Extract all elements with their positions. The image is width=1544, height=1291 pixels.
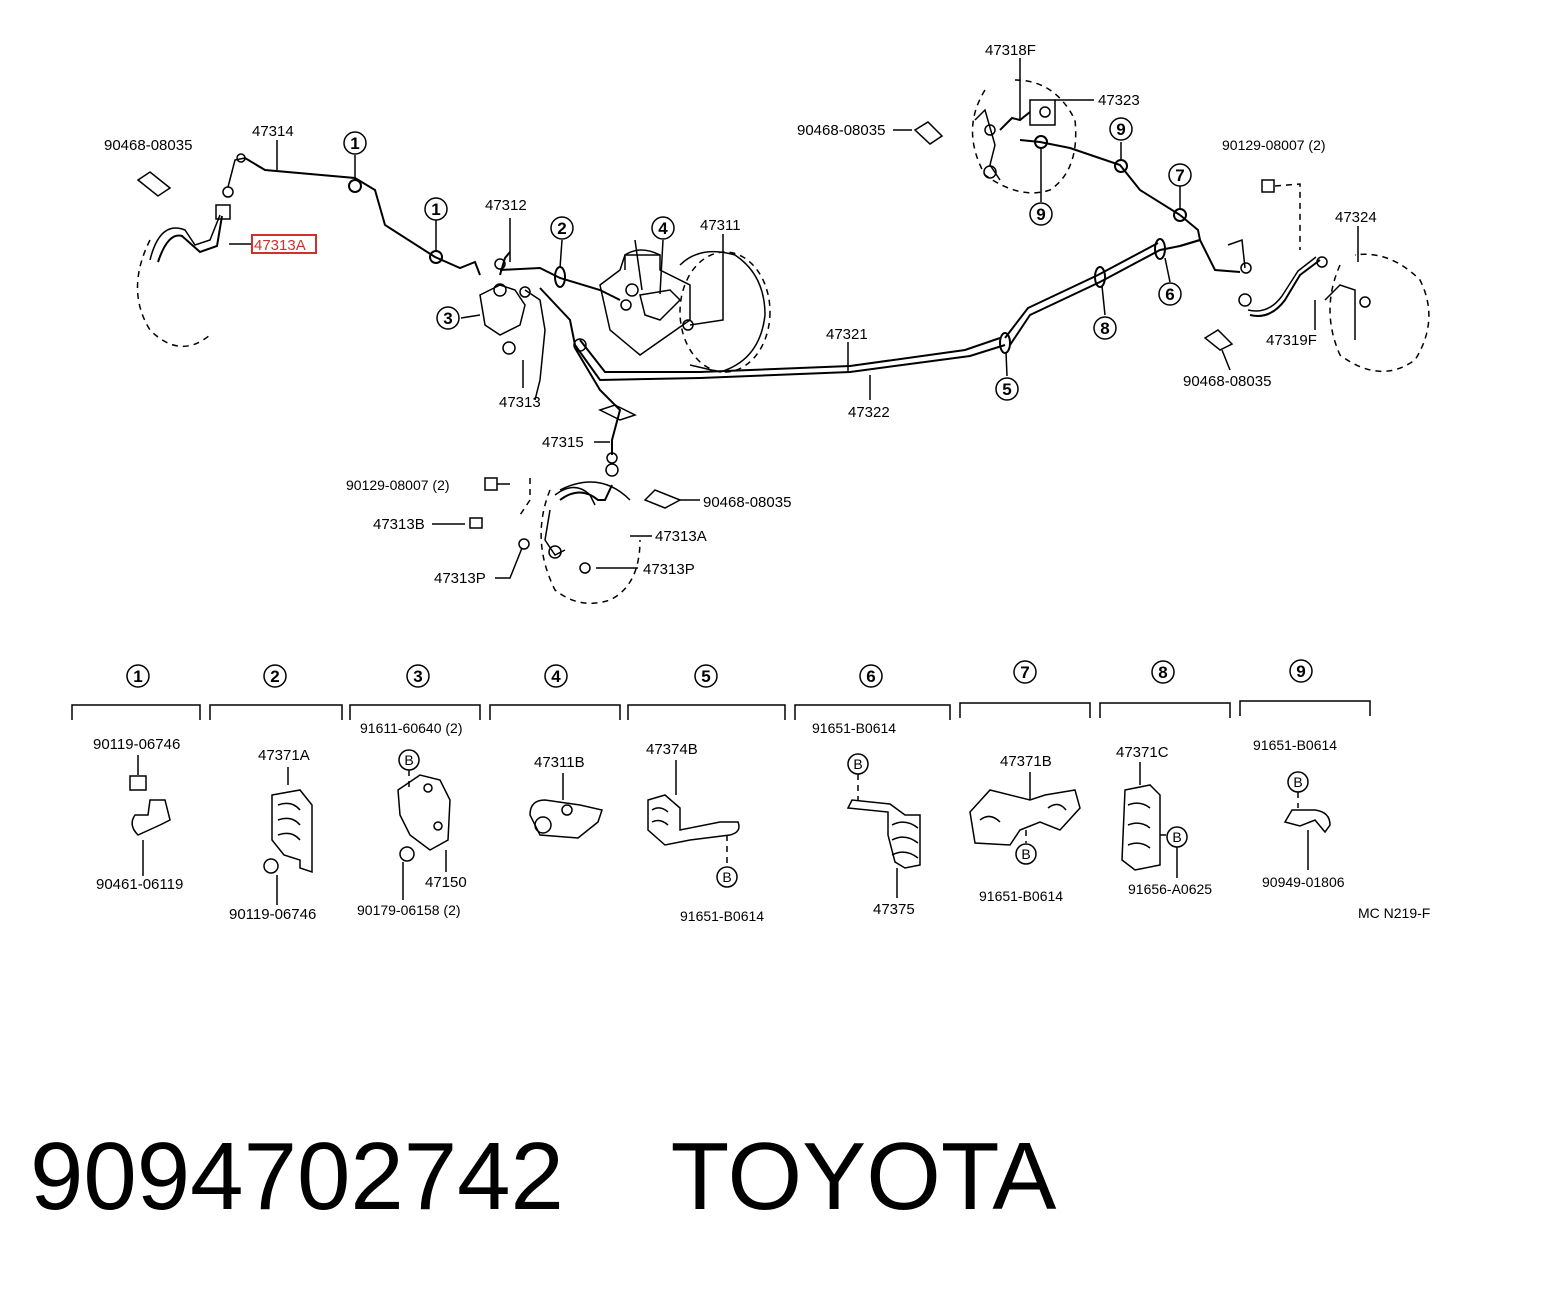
label-47313B: 47313B bbox=[373, 516, 425, 533]
callout-8: 8 bbox=[1100, 319, 1109, 338]
detail-7-bolt: B bbox=[1021, 846, 1030, 862]
detail-panel-2: 2 47371A 90119-06746 bbox=[209, 664, 343, 923]
detail-8-bolt: B bbox=[1172, 829, 1181, 845]
detail-panel-9: 9 91651-B0614 B 90949-01806 bbox=[1239, 659, 1371, 890]
callout-5: 5 bbox=[1002, 380, 1011, 399]
label-47313A-b: 47313A bbox=[655, 528, 707, 545]
upper-callouts: 1 1 2 3 4 5 6 7 8 9 9 bbox=[343, 117, 1192, 401]
detail-3-number: 3 bbox=[413, 667, 422, 686]
rear-left-brake bbox=[913, 79, 1077, 194]
label-47313A-highlighted: 47313A bbox=[254, 237, 306, 254]
detail-1-label-a: 90119-06746 bbox=[93, 736, 180, 753]
callout-9-a: 9 bbox=[1116, 120, 1125, 139]
detail-9-number: 9 bbox=[1296, 662, 1305, 681]
label-47321: 47321 bbox=[826, 326, 868, 343]
callout-1-a: 1 bbox=[350, 134, 359, 153]
callout-1-b: 1 bbox=[431, 200, 440, 219]
detail-panel-5: 5 47374B B 91651-B0614 bbox=[627, 664, 786, 924]
label-90468-08035-d: 90468-08035 bbox=[1183, 373, 1271, 390]
label-47313P-a: 47313P bbox=[434, 570, 486, 587]
label-47319F: 47319F bbox=[1266, 332, 1317, 349]
detail-8-label-a: 47371C bbox=[1116, 744, 1169, 761]
leader-lines bbox=[229, 58, 1359, 579]
label-47313: 47313 bbox=[499, 394, 541, 411]
detail-8-label-b: 91656-A0625 bbox=[1128, 881, 1212, 897]
front-right-brake bbox=[469, 452, 682, 605]
label-47311: 47311 bbox=[700, 217, 741, 234]
detail-6-label-a: 91651-B0614 bbox=[812, 720, 896, 736]
label-47314: 47314 bbox=[252, 123, 294, 140]
label-47322: 47322 bbox=[848, 404, 890, 421]
detail-5-bolt: B bbox=[722, 869, 731, 885]
label-90129-08007-a: 90129-08007 (2) bbox=[346, 477, 450, 493]
detail-7-label-b: 91651-B0614 bbox=[979, 888, 1063, 904]
label-90468-08035-b: 90468-08035 bbox=[703, 494, 791, 511]
detail-1-label-b: 90461-06119 bbox=[96, 876, 183, 893]
detail-9-label-a: 91651-B0614 bbox=[1253, 737, 1337, 753]
detail-panel-3: 3 91611-60640 (2) B 47150 90179-06158 (2… bbox=[349, 664, 481, 918]
detail-1-number: 1 bbox=[133, 667, 142, 686]
label-47315: 47315 bbox=[542, 434, 584, 451]
detail-4-number: 4 bbox=[551, 667, 561, 686]
detail-7-label-a: 47371B bbox=[1000, 753, 1052, 770]
detail-2-label-a: 47371A bbox=[258, 747, 310, 764]
rear-right-brake bbox=[1203, 179, 1430, 372]
callout-2: 2 bbox=[557, 219, 566, 238]
label-90468-08035-a: 90468-08035 bbox=[104, 137, 192, 154]
detail-panel-7: 7 47371B B 91651-B0614 bbox=[959, 660, 1091, 904]
diagram-code: MC N219-F bbox=[1358, 905, 1430, 921]
detail-3-label-a: 91611-60640 (2) bbox=[360, 720, 462, 736]
detail-panel-8: 8 47371C B 91656-A0625 bbox=[1099, 660, 1231, 897]
callout-6: 6 bbox=[1165, 285, 1174, 304]
detail-3-label-b: 47150 bbox=[425, 874, 467, 891]
callout-3: 3 bbox=[443, 309, 452, 328]
footer-caption: 9094702742 TOYOTA bbox=[30, 1122, 1056, 1232]
detail-panel-6: 6 91651-B0614 B 47375 bbox=[794, 664, 951, 918]
detail-9-bolt: B bbox=[1293, 774, 1302, 790]
detail-panel-4: 4 47311B bbox=[489, 664, 621, 839]
detail-6-label-b: 47375 bbox=[873, 901, 915, 918]
detail-5-number: 5 bbox=[701, 667, 710, 686]
detail-3-bolt: B bbox=[404, 752, 413, 768]
label-47324: 47324 bbox=[1335, 209, 1377, 226]
callout-7: 7 bbox=[1175, 166, 1184, 185]
master-cylinder bbox=[573, 249, 771, 373]
part-number: 9094702742 bbox=[30, 1123, 564, 1230]
detail-4-label-a: 47311B bbox=[534, 754, 585, 771]
detail-9-label-b: 90949-01806 bbox=[1262, 874, 1345, 890]
detail-panel-1: 1 90119-06746 90461-06119 bbox=[71, 664, 201, 893]
label-47312: 47312 bbox=[485, 197, 527, 214]
detail-5-label-b: 91651-B0614 bbox=[680, 908, 764, 924]
brand-name: TOYOTA bbox=[670, 1123, 1057, 1230]
detail-8-number: 8 bbox=[1158, 663, 1167, 682]
callout-9-b: 9 bbox=[1036, 205, 1045, 224]
label-90468-08035-c: 90468-08035 bbox=[797, 122, 885, 139]
label-90129-08007-b: 90129-08007 (2) bbox=[1222, 137, 1326, 153]
label-47313P-b: 47313P bbox=[643, 561, 695, 578]
detail-7-number: 7 bbox=[1020, 663, 1029, 682]
detail-5-label-a: 47374B bbox=[646, 741, 698, 758]
detail-6-bolt: B bbox=[853, 756, 862, 772]
detail-2-label-b: 90119-06746 bbox=[229, 906, 316, 923]
proportioning-valve bbox=[479, 258, 546, 401]
detail-6-number: 6 bbox=[866, 667, 875, 686]
detail-3-label-c: 90179-06158 (2) bbox=[357, 902, 461, 918]
callout-4: 4 bbox=[658, 219, 668, 238]
brake-lines bbox=[244, 135, 1241, 455]
detail-2-number: 2 bbox=[270, 667, 279, 686]
front-left-brake bbox=[136, 153, 246, 348]
upper-labels: 90468-08035 47314 47313A 47312 47311 473… bbox=[104, 42, 1377, 587]
label-47318F: 47318F bbox=[985, 42, 1036, 59]
highlight-box bbox=[251, 234, 317, 254]
label-47323: 47323 bbox=[1098, 92, 1140, 109]
